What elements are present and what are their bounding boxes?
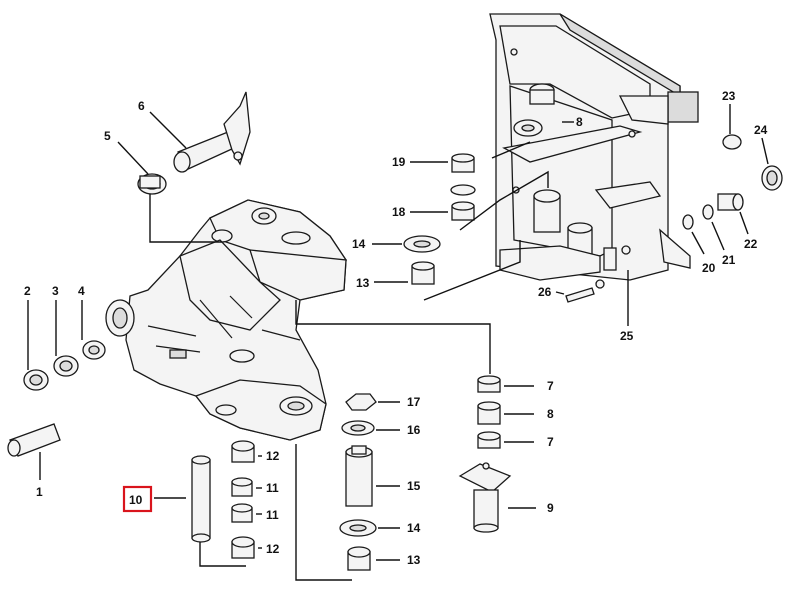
callout-24: 24 (754, 123, 768, 137)
part-6-shaft (173, 91, 251, 173)
center-stack (339, 393, 377, 571)
callout-25: 25 (620, 329, 634, 343)
frame-25 (489, 13, 699, 281)
upper-center-stack (403, 153, 476, 285)
callout-11-top: 11 (266, 481, 279, 495)
callout-12-top: 12 (266, 449, 280, 463)
callout-13-bottom: 13 (407, 553, 421, 567)
callout-13-top: 13 (356, 276, 370, 290)
callout-17: 17 (407, 395, 421, 409)
callout-23: 23 (722, 89, 736, 103)
callout-6: 6 (138, 99, 145, 113)
callout-1: 1 (36, 485, 43, 499)
left-bushings (7, 173, 167, 457)
callout-21: 21 (722, 253, 736, 267)
callout-8-frame: 8 (576, 115, 583, 129)
callout-9: 9 (547, 501, 554, 515)
callout-18: 18 (392, 205, 406, 219)
right-small-parts (565, 134, 783, 303)
callout-11-bottom: 11 (266, 508, 279, 522)
callout-12-bottom: 12 (266, 542, 280, 556)
callout-4: 4 (78, 284, 85, 298)
callout-20: 20 (702, 261, 716, 275)
callout-16: 16 (407, 423, 421, 437)
callout-5: 5 (104, 129, 111, 143)
callout-labels: 1 2 3 4 5 6 7 8 7 9 10 12 11 11 12 17 16… (24, 89, 768, 567)
callout-19: 19 (392, 155, 406, 169)
callout-8-mid: 8 (547, 407, 554, 421)
left-bottom-stack (191, 440, 255, 559)
callout-15: 15 (407, 479, 421, 493)
callout-22: 22 (744, 237, 758, 251)
callout-3: 3 (52, 284, 59, 298)
callout-10: 10 (129, 493, 143, 507)
callout-7-bottom: 7 (547, 435, 554, 449)
right-middle-stack (458, 375, 512, 533)
callout-7-top: 7 (547, 379, 554, 393)
main-bracket (105, 199, 348, 441)
callout-2: 2 (24, 284, 31, 298)
callout-26: 26 (538, 285, 552, 299)
callout-14-top: 14 (352, 237, 366, 251)
callout-14-bottom: 14 (407, 521, 421, 535)
highlight-box-10 (122, 485, 153, 513)
leader-lines (27, 104, 769, 581)
